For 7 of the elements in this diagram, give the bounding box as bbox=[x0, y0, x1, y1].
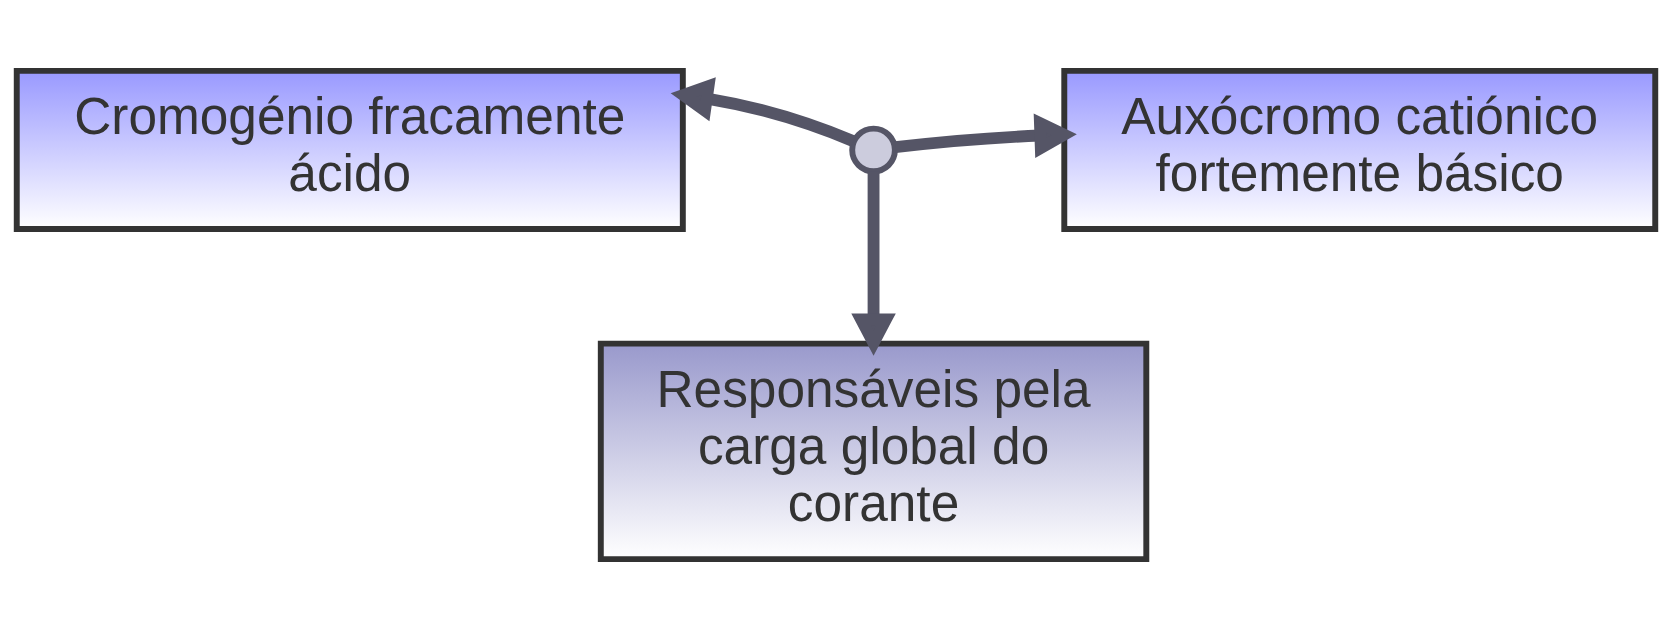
arrow bbox=[851, 171, 896, 356]
node-box: Cromogénio fracamente ácido bbox=[13, 67, 686, 232]
node-box: Responsáveis pela carga global do corante bbox=[597, 340, 1150, 563]
arrow bbox=[894, 113, 1077, 158]
arrow bbox=[670, 77, 856, 147]
node-box: Auxócromo catiónico fortemente básico bbox=[1061, 67, 1659, 232]
node-arrow bbox=[849, 125, 898, 175]
